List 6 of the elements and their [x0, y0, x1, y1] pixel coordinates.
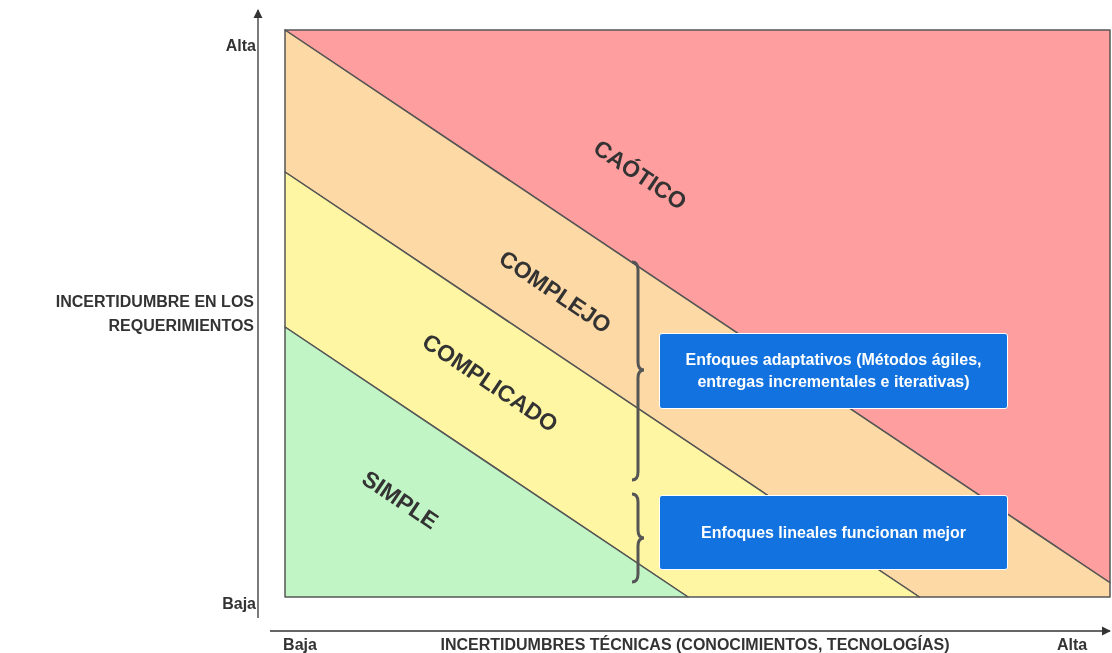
axis-tick-label: Baja — [221, 594, 256, 614]
axis-title: INCERTIDUMBRES TÉCNICAS (CONOCIMIENTOS, TECNOLOGÍAS) — [439, 634, 951, 653]
axis-tick-label: Alta — [224, 36, 256, 56]
axis-tick-label: Alta — [1055, 635, 1089, 653]
axis-tick-label: Baja — [282, 635, 318, 653]
axis-title: INCERTIDUMBRE EN LOS REQUERIMIENTOS — [54, 292, 254, 336]
